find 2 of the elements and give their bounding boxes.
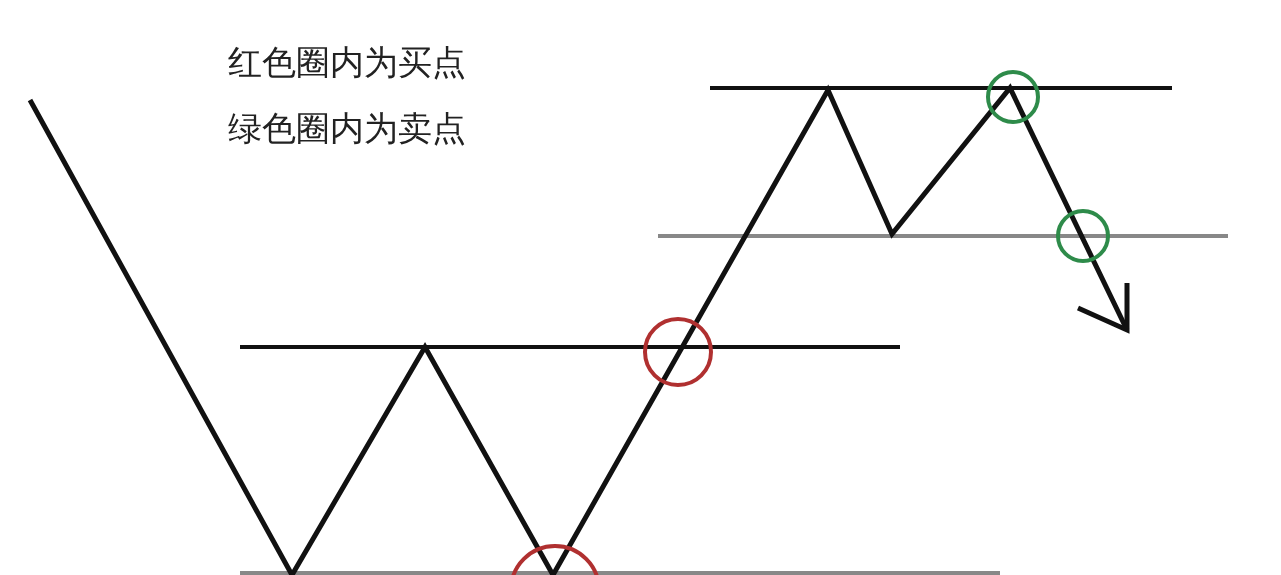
legend-note: 绿色圈内为卖点 [228,108,466,149]
legend-note: 红色圈内为买点 [228,42,466,83]
